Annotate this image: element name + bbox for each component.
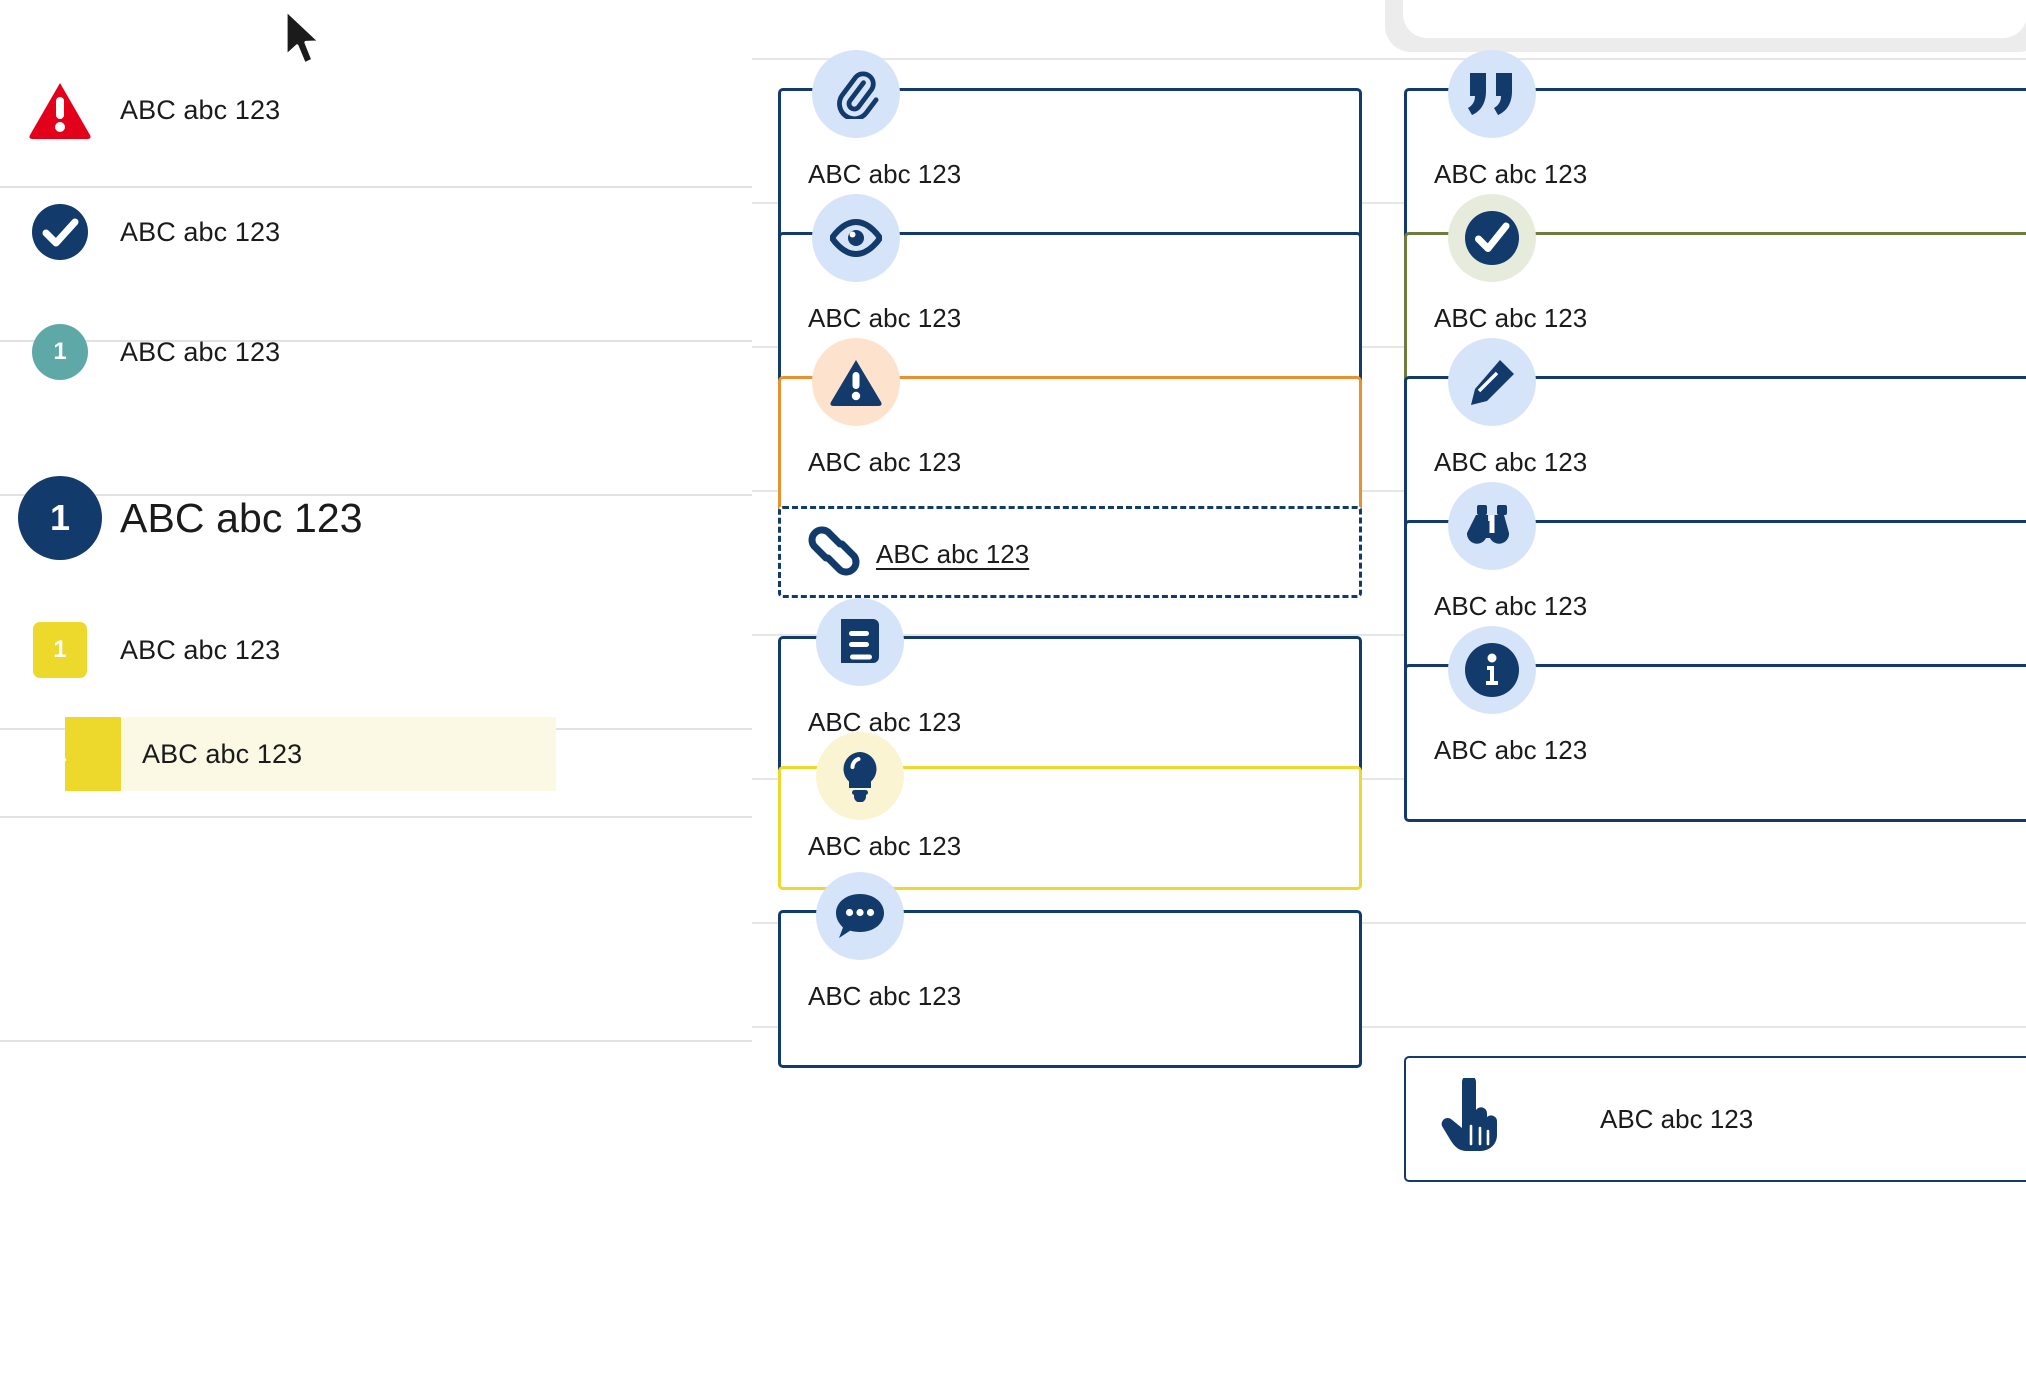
card-label: ABC abc 123 (808, 981, 962, 1011)
background-panel-inner (1403, 0, 2026, 38)
card-separator (752, 58, 2026, 60)
list-item-selected[interactable]: 1 ABC abc 123 (0, 721, 752, 787)
list-item[interactable]: 1 ABC abc 123 (0, 322, 752, 382)
mouse-pointer-icon (282, 8, 328, 75)
card-label: ABC abc 123 (808, 707, 962, 737)
check-circle-icon (0, 204, 120, 260)
badge-number: 1 (49, 497, 71, 538)
number-badge-navy-large: 1 (0, 476, 120, 560)
card-link-label[interactable]: ABC abc 123 (876, 539, 1030, 569)
left-column: ABC abc 123 ABC abc 123 1 ABC abc 123 (0, 0, 752, 1392)
list-item-label: ABC abc 123 (120, 94, 281, 125)
card-separator (752, 346, 2026, 348)
list-item-label: ABC abc 123 (142, 738, 303, 769)
lightbulb-icon (816, 732, 904, 820)
book-icon (816, 598, 904, 686)
card-separator (752, 1026, 2026, 1028)
quote-icon (1448, 50, 1536, 138)
link-icon (804, 522, 864, 585)
list-item[interactable]: ABC abc 123 (0, 80, 752, 140)
list-item-label: ABC abc 123 (120, 494, 363, 541)
card-label: ABC abc 123 (808, 831, 962, 861)
list-separator (0, 494, 752, 496)
number-badge-yellow: 1 (0, 622, 120, 678)
selected-row-highlight (65, 717, 556, 791)
card-label: ABC abc 123 (1434, 447, 1588, 477)
list-separator (0, 340, 752, 342)
card-separator (752, 634, 2026, 636)
card-label: ABC abc 123 (1434, 159, 1588, 189)
number-badge-yellow-selected: 1 (0, 740, 121, 768)
card-label: ABC abc 123 (1600, 1104, 1754, 1134)
binoculars-icon (1448, 482, 1536, 570)
card-separator (752, 778, 2026, 780)
card-separator (752, 922, 2026, 924)
list-item-label: ABC abc 123 (120, 216, 281, 247)
pointing-hand-icon (1440, 1075, 1502, 1159)
badge-number: 1 (53, 636, 67, 663)
info-circle-icon (1448, 626, 1536, 714)
card-label: ABC abc 123 (808, 159, 962, 189)
warning-triangle-icon (0, 81, 120, 139)
paperclip-icon (812, 50, 900, 138)
card-label: ABC abc 123 (1434, 735, 1588, 765)
check-circle-icon (1448, 194, 1536, 282)
badge-number: 1 (53, 740, 67, 767)
list-separator (0, 816, 752, 818)
card-label: ABC abc 123 (1434, 303, 1588, 333)
number-badge-teal: 1 (0, 324, 120, 380)
card-link[interactable]: ABC abc 123 (778, 506, 1362, 598)
list-separator (0, 186, 752, 188)
card-label: ABC abc 123 (808, 303, 962, 333)
list-item[interactable]: 1 ABC abc 123 (0, 475, 752, 561)
eye-icon (812, 194, 900, 282)
list-item[interactable]: ABC abc 123 (0, 202, 752, 262)
comment-icon (816, 872, 904, 960)
card-label: ABC abc 123 (1434, 591, 1588, 621)
list-separator (0, 1040, 752, 1042)
list-item-label: ABC abc 123 (120, 634, 281, 665)
list-item-label: ABC abc 123 (120, 336, 281, 367)
selected-row-accent-bar (65, 717, 121, 791)
card-label: ABC abc 123 (808, 447, 962, 477)
warning-triangle-icon (812, 338, 900, 426)
badge-number: 1 (53, 338, 67, 365)
card-pointer[interactable]: ABC abc 123 (1404, 1056, 2026, 1182)
list-item[interactable]: 1 ABC abc 123 (0, 620, 752, 680)
card-separator (752, 202, 2026, 204)
pencil-icon (1448, 338, 1536, 426)
card-separator (752, 490, 2026, 492)
